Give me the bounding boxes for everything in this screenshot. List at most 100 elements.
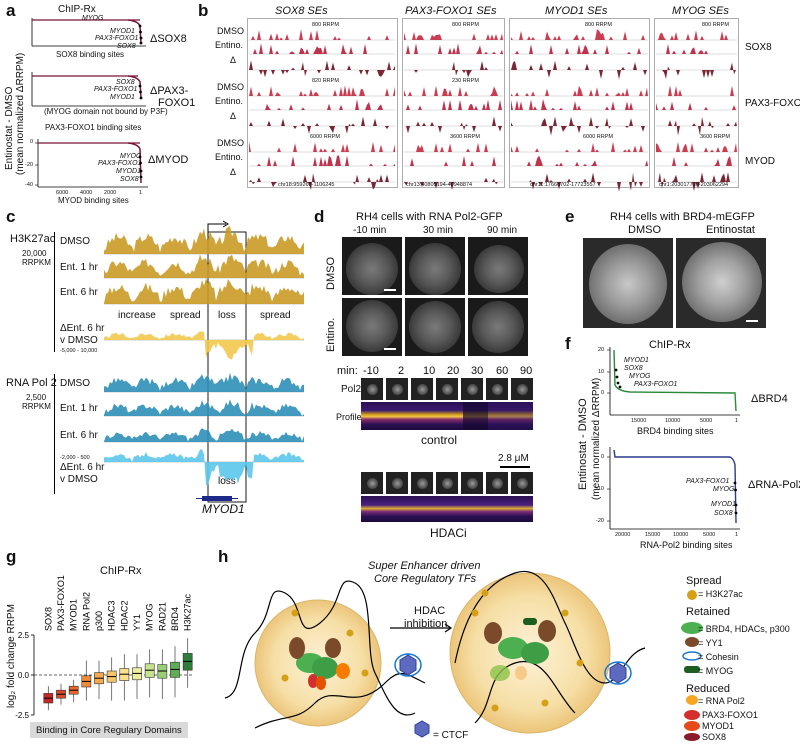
track-signal <box>104 331 304 360</box>
panel-label-e: e <box>565 207 575 226</box>
panel-b-scale-3-3: 6000 RRPM <box>583 134 613 140</box>
panel-c-delta-scale-bottom: -2,000 - 500 <box>60 455 90 461</box>
track-signal <box>656 85 737 96</box>
panel-b-row-dmso-1: DMSO <box>217 26 244 36</box>
track-signal <box>656 62 737 79</box>
panel-d-hdaci-label: HDACi <box>430 526 467 540</box>
panel-f-pol2-label: ΔRNA-Pol2 <box>748 479 800 491</box>
track-signal <box>511 155 648 166</box>
panel-b-scale-2-1: 820 RRPM <box>312 78 339 84</box>
panel-f-ylabel-1: Entinostat - DMSO <box>577 398 589 490</box>
panel-a-sox8-gene-1: MYOG <box>82 15 104 22</box>
panel-a-myod-gene-3: MYOD1 <box>116 168 141 175</box>
panel-a-myod-gene-4: SOX8 <box>120 176 139 183</box>
panel-f-brd4-gene-4: PAX3-FOXO1 <box>634 381 678 388</box>
panel-e-title: RH4 cells with BRD4-mEGFP <box>610 211 755 223</box>
panel-h-cohesin-right <box>604 661 632 685</box>
panel-a-pax3-plot <box>31 72 146 107</box>
panel-h-retained-item-1: = BRD4, HDACs, p300 <box>698 624 790 634</box>
panel-h-caption-2: Core Regulatory TFs <box>374 573 477 585</box>
panel-h-right-yy1-1 <box>484 622 502 644</box>
panel-d-image-2 <box>405 237 465 295</box>
panel-a-pax3-note: (MYOG domain not bound by P3F) <box>44 107 168 116</box>
panel-f-pol2-gene-1: PAX3-FOXO1 <box>686 478 730 485</box>
panel-d-tile-time-4: 20 <box>447 365 460 377</box>
track-signal <box>511 44 648 54</box>
panel-b-factor-1: SOX8 <box>745 42 772 53</box>
panel-c-row-top-1: DMSO <box>60 236 90 247</box>
panel-d-row-2: Entino. <box>325 317 337 352</box>
panel-label-h: h <box>218 547 229 566</box>
track-signal <box>249 116 395 134</box>
panel-d-control-label: control <box>421 433 458 447</box>
panel-a-myod-label: ΔMYOD <box>148 154 189 166</box>
panel-h-caption-1: Super Enhancer driven <box>368 560 481 572</box>
panel-b-row-ent-1: Entino. <box>215 40 244 50</box>
panel-f-pol2-xlabel: RNA-Pol2 binding sites <box>640 540 733 550</box>
panel-h-spread-title: Spread <box>686 575 722 587</box>
panel-f-pol2-plot <box>607 447 740 530</box>
panel-f-title: ChIP-Rx <box>649 339 691 351</box>
panel-f-pol2-ytick-2: -10 <box>596 486 604 492</box>
panel-d-row-1: DMSO <box>325 257 337 290</box>
track-signal <box>104 428 304 442</box>
y-tick-label: -2.5 <box>15 711 29 720</box>
panel-c-gene: MYOD1 <box>202 502 245 516</box>
panel-h-left-h3k27ac-2 <box>281 674 289 682</box>
track-signal <box>656 101 737 110</box>
category-label: RNA Pol2 <box>81 592 91 631</box>
panel-a-myod-xlabel: MYOD binding sites <box>58 196 129 205</box>
panel-h-left-h3k27ac-4 <box>361 669 369 677</box>
panel-b-scale-1-3: 800 RRPM <box>585 22 612 28</box>
panel-f-brd4-gene-3: MYOG <box>629 373 651 380</box>
track-signal <box>104 399 304 416</box>
track-signal <box>249 29 395 40</box>
panel-h-legend-cohesin-icon <box>682 651 702 661</box>
panel-label-a: a <box>6 1 16 20</box>
panel-h-right-h3k27ac-1 <box>471 609 479 617</box>
panel-h-left-h3k27ac-3 <box>346 629 354 637</box>
panel-a-myod-xtick-3: 2000 <box>104 190 117 196</box>
panel-d-tile-1 <box>361 378 383 400</box>
panel-a-ylabel-1: Entinostat - DMSO <box>4 86 15 170</box>
panel-d-image-4 <box>342 298 402 356</box>
y-tick-label: 2.5 <box>18 631 30 640</box>
panel-b-scale-1-2: 800 RRPM <box>452 22 479 28</box>
panel-a-sox8-gene-3: PAX3-FOXO1 <box>95 35 139 42</box>
panel-b-col-2: PAX3-FOXO1 SEs <box>405 5 497 17</box>
panel-d-heatmap-control <box>361 402 533 430</box>
panel-d-image-6 <box>468 298 528 356</box>
category-label: HDAC2 <box>119 600 129 631</box>
panel-f-pol2-xtick-2: 15000 <box>645 532 661 538</box>
panel-d-tile-h-2 <box>386 472 408 494</box>
panel-a-sox8-gene-4: SOX8 <box>117 43 136 50</box>
panel-c-loss: loss <box>218 476 236 487</box>
panel-h-right-h3k27ac-6 <box>491 704 499 712</box>
category-label: YY1 <box>132 614 142 631</box>
panel-b-factor-3: MYOD <box>745 156 775 167</box>
panel-a-myod-ytick-2: -20 <box>25 162 33 168</box>
panel-d-tile-h-5 <box>461 472 483 494</box>
track-signal <box>249 60 395 78</box>
panel-h-legend-icons <box>681 590 703 741</box>
panel-label-c: c <box>6 207 16 226</box>
panel-label-b: b <box>198 1 209 20</box>
panel-c-bracket-bottom <box>54 374 55 494</box>
track-signal <box>511 141 648 152</box>
panel-h-arrow-2: inhibition <box>404 618 448 630</box>
panel-d-tile-time-3: 10 <box>423 365 436 377</box>
panel-d-tile-time-5: 30 <box>471 365 484 377</box>
track-signal <box>656 155 737 166</box>
panel-f-brd4-ytick-1: 20 <box>598 347 605 353</box>
panel-h-retained-item-3: = Cohesin <box>698 652 739 662</box>
panel-h-reduced-item-4: SOX8 <box>702 732 727 742</box>
panel-d-tile-2 <box>386 378 408 400</box>
panel-c-tracks <box>104 220 304 503</box>
panel-h-right-myog <box>523 618 537 625</box>
panel-d-scale-bar <box>500 466 530 468</box>
panel-h-ctcf-legend-icon <box>414 720 430 738</box>
panel-f-pol2-ytick-1: 0 <box>601 454 605 460</box>
track-signal <box>404 31 503 40</box>
category-label: MYOD1 <box>69 599 79 631</box>
